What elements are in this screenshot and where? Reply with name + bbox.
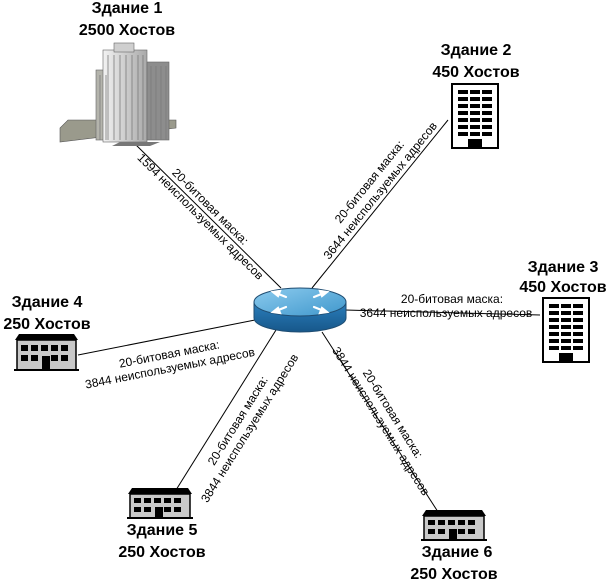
link-line-1 [132, 141, 282, 289]
office-tower-icon [59, 42, 177, 146]
link-label-3: 20-битовая маска: 3644 неиспользуемых ад… [360, 292, 533, 320]
building-1: Здание 1 2500 Хостов [59, 0, 177, 146]
highrise-building-icon [542, 297, 590, 363]
link-line-2 [311, 119, 449, 289]
link-line-6 [321, 331, 441, 516]
link-label-2-unused: 3644 неиспользуемых адресов [321, 119, 440, 262]
building-5-name: Здание 5 [127, 522, 198, 539]
building-1-hosts: 2500 Хостов [79, 22, 175, 39]
router-icon [253, 287, 347, 333]
link-label-5-unused: 3844 неиспользуемых адресов [198, 351, 301, 505]
building-2-hosts: 450 Хостов [432, 64, 519, 81]
link-label-1: 20-битовая маска: 1594 неиспользуемых ад… [134, 151, 266, 283]
building-4-hosts: 250 Хостов [3, 316, 90, 333]
building-3: Здание 3 450 Хостов [519, 259, 607, 363]
link-label-2: 20-битовая маска: 3644 неиспользуемых ад… [321, 119, 440, 262]
link-label-4: 20-битовая маска: 3844 неиспользуемых ад… [84, 337, 256, 391]
building-6-hosts: 250 Хостов [410, 566, 497, 581]
building-5-hosts: 250 Хостов [118, 544, 205, 561]
building-1-name: Здание 1 [92, 0, 163, 17]
lowrise-building-icon [421, 510, 487, 541]
building-3-name: Здание 3 [528, 259, 599, 276]
link-label-6: 20-битовая маска: 3844 неиспользуемых ад… [329, 344, 432, 498]
building-3-hosts: 450 Хостов [519, 279, 606, 296]
building-4: Здание 4 250 Хостов [3, 294, 91, 371]
building-6: Здание 6 250 Хостов [410, 510, 498, 581]
building-2: Здание 2 450 Хостов [432, 42, 520, 149]
link-line-3 [344, 309, 541, 316]
building-2-name: Здание 2 [441, 42, 512, 59]
building-5: Здание 5 250 Хостов [118, 488, 206, 561]
link-label-3-unused: 3644 неиспользуемых адресов [360, 306, 533, 320]
link-line-5 [175, 329, 277, 491]
link-line-4 [77, 319, 256, 356]
link-label-1-unused: 1594 неиспользуемых адресов [134, 151, 266, 283]
highrise-building-icon [451, 83, 499, 149]
lowrise-building-icon [127, 488, 193, 519]
lowrise-building-icon [14, 334, 79, 371]
building-6-name: Здание 6 [422, 544, 493, 561]
link-label-6-unused: 3844 неиспользуемых адресов [329, 344, 432, 498]
link-label-3-mask: 20-битовая маска: [401, 292, 503, 306]
building-4-name: Здание 4 [12, 294, 83, 311]
